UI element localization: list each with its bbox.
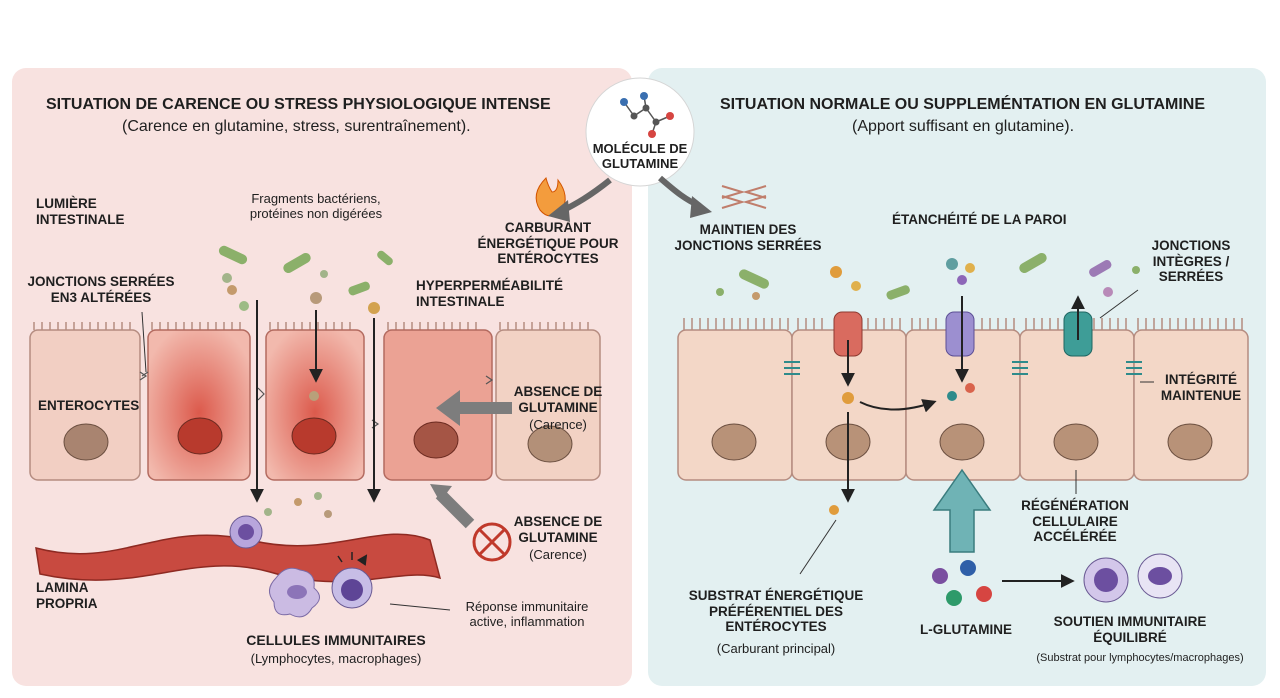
lamina-propria-label: LAMINA PROPRIA [36, 580, 98, 611]
fire-icon [535, 177, 566, 217]
left-penetration-arrows [250, 300, 381, 503]
left-immune-cells [229, 515, 372, 618]
right-cell-layer [677, 311, 1249, 481]
leader-lines [141, 289, 1154, 611]
regeneration-label: RÉGÉNÉRATION CELLULAIRE ACCÉLÉRÉE [1021, 498, 1129, 545]
blood-vessel [35, 533, 442, 583]
absence-label-2: ABSENCE DE GLUTAMINE [513, 514, 603, 545]
absence-sub-2: (Carence) [529, 547, 587, 562]
right-particles [716, 253, 1140, 515]
absence-arrows [430, 390, 512, 562]
left-cell-layer [29, 322, 601, 481]
fragments-label: Fragments bactériens, protéines non digé… [249, 191, 383, 221]
molecule-label: MOLÉCULE DE GLUTAMINE [592, 141, 688, 171]
integrity-label: INTÉGRITÉ MAINTENUE [1160, 372, 1242, 403]
maintain-junctions-label: MAINTIEN DES JONCTIONS SERRÉES [674, 222, 822, 253]
absence-sub-1: (Carence) [529, 417, 587, 432]
immune-cells-title: CELLULES IMMUNITAIRES [246, 632, 426, 648]
left-subtitle: (Carence en glutamine, stress, surentraî… [122, 118, 471, 135]
enterocytes-label: ENTEROCYTES [38, 398, 140, 413]
absence-label-1: ABSENCE DE GLUTAMINE [513, 384, 603, 415]
right-title: SITUATION NORMALE OU SUPPLEMÉNTATION EN … [720, 96, 1206, 113]
l-glutamine-label: L-GLUTAMINE [920, 622, 1012, 637]
right-arrows [841, 295, 1085, 588]
immune-support-sub: (Substrat pour lymphocytes/macrophages) [1036, 652, 1244, 664]
immune-support-title: SOUTIEN IMMUNITAIRE ÉQUILIBRÉ [1053, 614, 1207, 645]
substrate-sub: (Carburant principal) [716, 641, 836, 656]
left-title: SITUATION DE CARENCE OU STRESS PHYSIOLOG… [46, 96, 551, 113]
bacteria-fragments [218, 245, 393, 532]
tightness-label: ÉTANCHÉITÉ DE LA PAROI [892, 212, 1067, 227]
immune-cells-sub: (Lymphocytes, macrophages) [250, 651, 422, 666]
fuel-label: CARBURANT ÉNERGÉTIQUE POUR ENTÉROCYTES [477, 220, 619, 267]
lumen-label: LUMIÈRE INTESTINALE [36, 196, 125, 227]
intact-junctions-label: JONCTIONS INTÈGRES / SERRÉES [1151, 238, 1231, 285]
glutamine-up-arrow [932, 468, 992, 553]
hyperpermeability-label: HYPERPERMÉABILITÉ INTESTINALE [416, 278, 564, 309]
junctions-altered-label: JONCTIONS SERRÉES EN3 ALTÉRÉES [27, 274, 175, 305]
junction-icon [721, 185, 767, 209]
immune-response-label: Réponse immunitaire active, inflammation [465, 599, 589, 629]
healthy-immune-cells [1083, 553, 1183, 603]
substrate-title: SUBSTRAT ÉNERGÉTIQUE PRÉFÉRENTIEL DES EN… [688, 588, 864, 635]
l-glutamine-cluster [932, 560, 992, 606]
right-subtitle: (Apport suffisant en glutamine). [852, 118, 1075, 135]
glutamine-molecule-icon [585, 77, 695, 187]
